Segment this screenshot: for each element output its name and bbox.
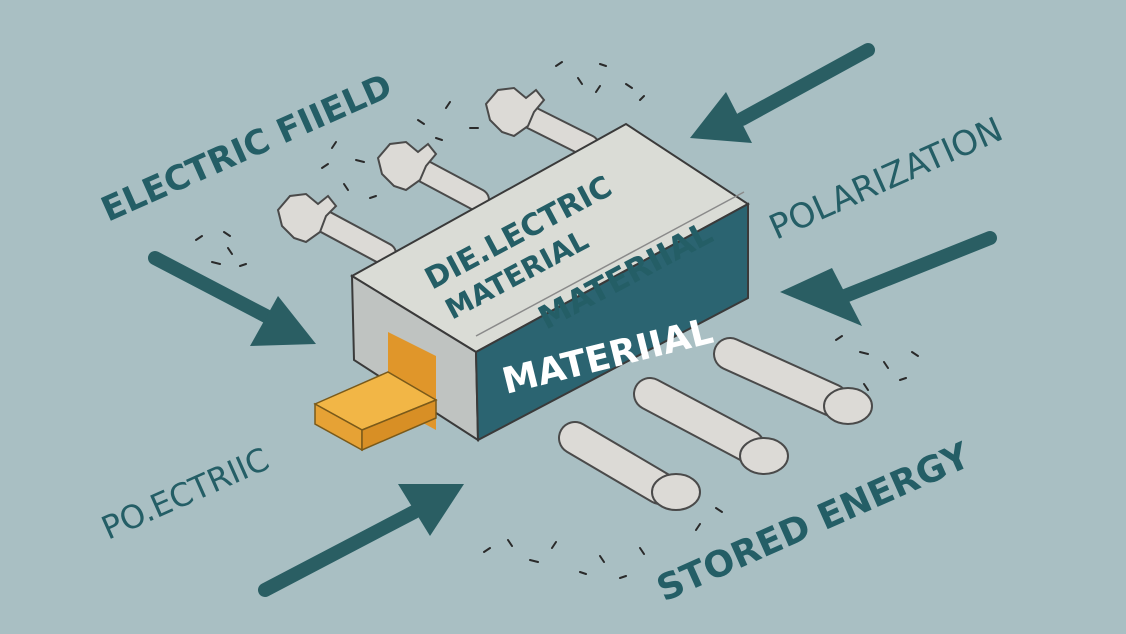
arrow-bottom-left [258, 484, 464, 597]
scatter-marks [195, 61, 919, 579]
arrow-left [148, 251, 316, 346]
stored-energy-label: STORED ENERGY [651, 435, 977, 610]
arrow-mid-right [780, 231, 997, 326]
arrow-top-right [690, 43, 875, 143]
electric-field-label: ELECTRIC FIIELD [95, 66, 398, 230]
orange-beam [313, 332, 438, 452]
dipole-lower-1 [558, 421, 701, 511]
poelectric-label: PO.ECTRIIC [96, 440, 275, 547]
dipole-upper-2 [376, 140, 490, 212]
dipole-lower-3 [713, 337, 873, 425]
dipole-upper-1 [276, 192, 397, 266]
box-front-face [474, 202, 749, 442]
dipole-upper-3 [484, 86, 600, 158]
dipole-lower-2 [633, 377, 789, 475]
polarization-label: POLARIZATION [763, 110, 1008, 249]
